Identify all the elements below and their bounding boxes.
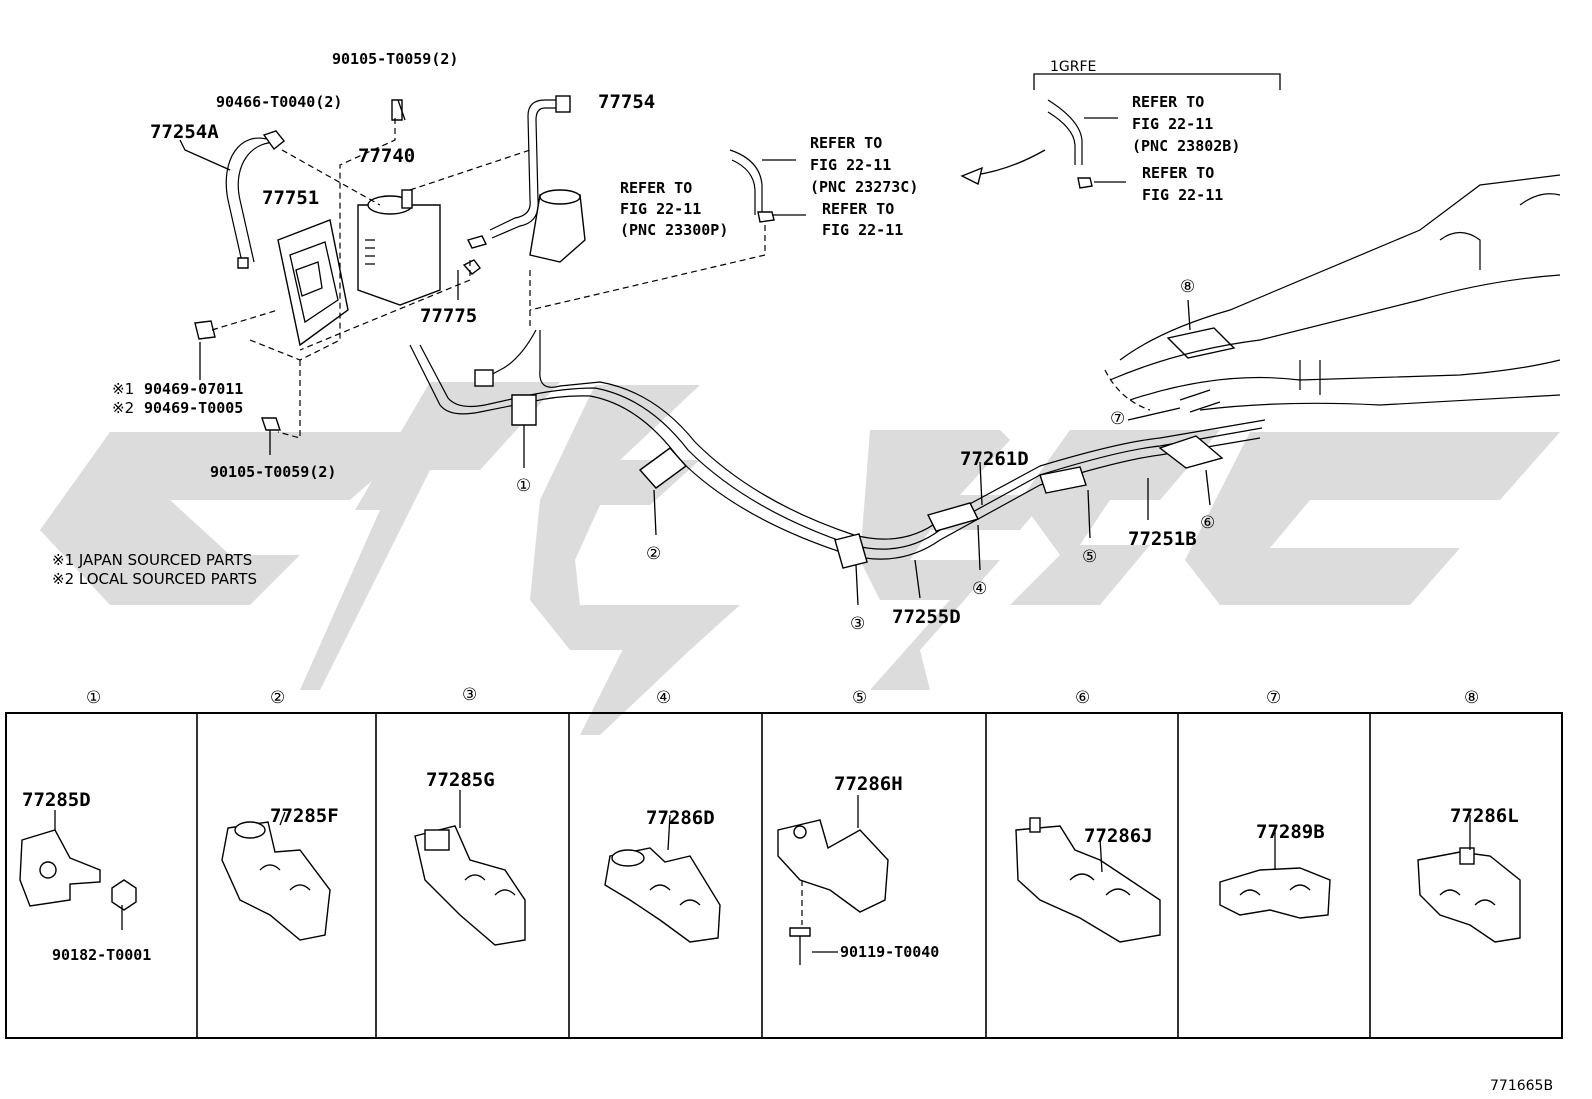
label-clip-j: 90469-07011 — [144, 380, 243, 398]
callout-3: ③ — [850, 614, 865, 634]
note-japan: ※1 JAPAN SOURCED PARTS — [52, 551, 252, 569]
panel-part-4: 77286D — [646, 807, 715, 829]
callout-2: ② — [646, 544, 661, 564]
label-canister: 77740 — [358, 145, 415, 167]
label-bracket: 77751 — [262, 187, 319, 209]
bolt-icon — [261, 417, 281, 431]
note-local: ※2 LOCAL SOURCED PARTS — [52, 570, 257, 588]
refer-tubes — [729, 73, 1281, 223]
fuel-tank — [1104, 174, 1561, 413]
svg-text:REFER TO: REFER TO — [1142, 164, 1214, 182]
fuel-lines — [409, 299, 1266, 606]
panel-num-4: ④ — [656, 688, 671, 708]
figure-id: 771665B — [1490, 1078, 1553, 1094]
mark-2: ※2 — [112, 399, 134, 417]
svg-text:REFER TO: REFER TO — [1132, 93, 1204, 111]
svg-text:(PNC 23802B): (PNC 23802B) — [1132, 137, 1240, 155]
label-tube-d1: 77261D — [960, 448, 1029, 470]
panel-num-1: ① — [86, 688, 101, 708]
svg-text:FIG 22-11: FIG 22-11 — [810, 156, 891, 174]
panel-num-8: ⑧ — [1464, 688, 1479, 708]
label-clip-l: 90469-T0005 — [144, 399, 243, 417]
svg-text:REFER TO: REFER TO — [810, 134, 882, 152]
clamp-7-shape — [1219, 828, 1331, 919]
panel-part-1: 77285D — [22, 789, 91, 811]
label-hose-top: 77754 — [598, 91, 655, 113]
arrow-icon — [974, 149, 1046, 176]
clamp-6-shape — [1015, 817, 1161, 943]
panel-part-8: 77286L — [1450, 805, 1519, 827]
svg-text:FIG 22-11: FIG 22-11 — [822, 221, 903, 239]
label-bolt-bottom: 90105-T0059(2) — [210, 463, 336, 481]
labels: 90105-T0059(2) 90466-T0040(2) 77254A 777… — [22, 50, 1553, 1094]
callout-6: ⑥ — [1200, 513, 1215, 533]
svg-text:FIG 22-11: FIG 22-11 — [1142, 186, 1223, 204]
clamp-table — [5, 712, 1563, 1039]
clamp-1-shape — [19, 810, 137, 930]
panel-part-5: 77286H — [834, 773, 903, 795]
label-bolt-top: 90105-T0059(2) — [332, 50, 458, 68]
label-valve: 77775 — [420, 305, 477, 327]
callout-1: ① — [516, 476, 531, 496]
valve-shape — [529, 194, 586, 263]
mark-1: ※1 — [112, 380, 134, 398]
svg-text:(PNC 23273C): (PNC 23273C) — [810, 178, 918, 196]
clamp-4-shape — [604, 814, 721, 943]
clamp-3-shape — [414, 790, 526, 946]
svg-text:REFER TO: REFER TO — [620, 179, 692, 197]
panel-extra-5: 90119-T0040 — [840, 943, 939, 961]
label-tube-b: 77251B — [1128, 528, 1197, 550]
panel-num-2: ② — [270, 688, 285, 708]
panel-part-2: 77285F — [270, 805, 339, 827]
engine-code: 1GRFE — [1050, 59, 1096, 75]
clamp-2-shape — [221, 811, 331, 941]
bolt-icon — [391, 99, 403, 121]
panel-num-7: ⑦ — [1266, 688, 1281, 708]
evap-assembly — [179, 95, 766, 455]
panel-num-5: ⑤ — [852, 688, 867, 708]
label-hose-left: 77254A — [150, 121, 219, 143]
callout-8: ⑧ — [1180, 277, 1195, 297]
label-clip-top: 90466-T0040(2) — [216, 93, 342, 111]
svg-text:FIG 22-11: FIG 22-11 — [620, 200, 701, 218]
panel-part-7: 77289B — [1256, 821, 1325, 843]
callout-7: ⑦ — [1110, 409, 1125, 429]
svg-text:REFER TO: REFER TO — [822, 200, 894, 218]
clamp-5-shape — [777, 795, 889, 965]
label-tube-d2: 77255D — [892, 606, 961, 628]
panel-num-3: ③ — [462, 685, 477, 705]
callout-4: ④ — [972, 579, 987, 599]
panel-extra-1: 90182-T0001 — [52, 946, 151, 964]
canister-shape — [357, 189, 441, 306]
svg-text:FIG 22-11: FIG 22-11 — [1132, 115, 1213, 133]
bracket-shape — [277, 219, 349, 347]
callout-5: ⑤ — [1082, 547, 1097, 567]
panel-part-6: 77286J — [1084, 825, 1153, 847]
bolt-icon — [789, 927, 811, 937]
watermark-logo — [40, 382, 1560, 735]
clip-icon — [262, 130, 285, 151]
panel-part-3: 77285G — [426, 769, 495, 791]
svg-text:(PNC 23300P): (PNC 23300P) — [620, 221, 728, 239]
clamp-8-shape — [1417, 815, 1521, 943]
clip-icon — [194, 320, 216, 340]
panel-num-6: ⑥ — [1075, 688, 1090, 708]
